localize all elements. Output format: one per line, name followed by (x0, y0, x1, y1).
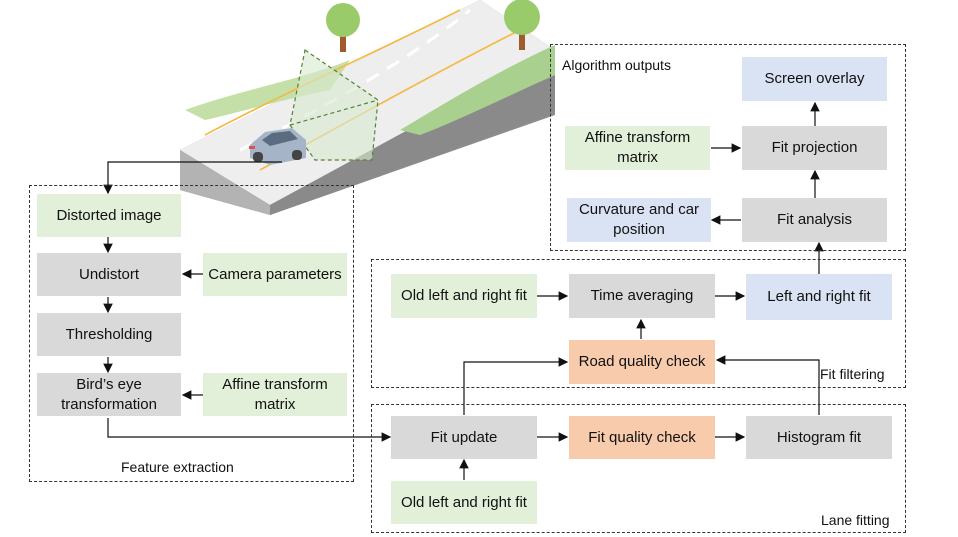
feature-extraction-group (29, 185, 354, 482)
fit-quality-check-node: Fit quality check (569, 416, 715, 459)
feature-extraction-label: Feature extraction (121, 459, 234, 475)
fit-update-node: Fit update (391, 416, 537, 459)
lane-fitting-label: Lane fitting (821, 512, 890, 528)
tree-trunk-left (340, 30, 346, 52)
left-right-fit-node: Left and right fit (746, 274, 892, 320)
birds-eye-transformation-node: Bird’s eye transformation (37, 373, 181, 416)
fit-projection-node: Fit projection (742, 126, 887, 170)
algorithm-outputs-group (550, 44, 906, 251)
grass-right (400, 45, 555, 135)
old-left-right-fit-filter-node: Old left and right fit (391, 274, 537, 318)
road-block-left (180, 150, 270, 215)
time-averaging-node: Time averaging (569, 274, 715, 318)
camera-frustum (289, 48, 379, 161)
fit-analysis-node: Fit analysis (742, 198, 887, 242)
road-quality-check-node: Road quality check (569, 340, 715, 384)
affine-transform-matrix-node: Affine transform matrix (203, 373, 347, 416)
lane-fitting-group (371, 404, 906, 533)
algorithm-outputs-label: Algorithm outputs (562, 57, 671, 73)
curvature-car-position-node: Curvature and car position (567, 198, 711, 242)
distorted-image-node: Distorted image (37, 194, 181, 237)
fit-filtering-group (371, 259, 906, 388)
camera-parameters-node: Camera parameters (203, 253, 347, 296)
car-icon (249, 128, 306, 165)
tree-left-icon (326, 3, 360, 37)
histogram-fit-node: Histogram fit (746, 416, 892, 459)
undistort-node: Undistort (37, 253, 181, 296)
old-left-right-fit-lane-node: Old left and right fit (391, 481, 537, 524)
tree-right-icon (504, 0, 540, 35)
affine-transform-matrix-output-node: Affine transform matrix (565, 126, 710, 170)
thresholding-node: Thresholding (37, 313, 181, 356)
tree-trunk-right (519, 26, 525, 50)
screen-overlay-node: Screen overlay (742, 57, 887, 101)
fit-filtering-label: Fit filtering (820, 366, 885, 382)
